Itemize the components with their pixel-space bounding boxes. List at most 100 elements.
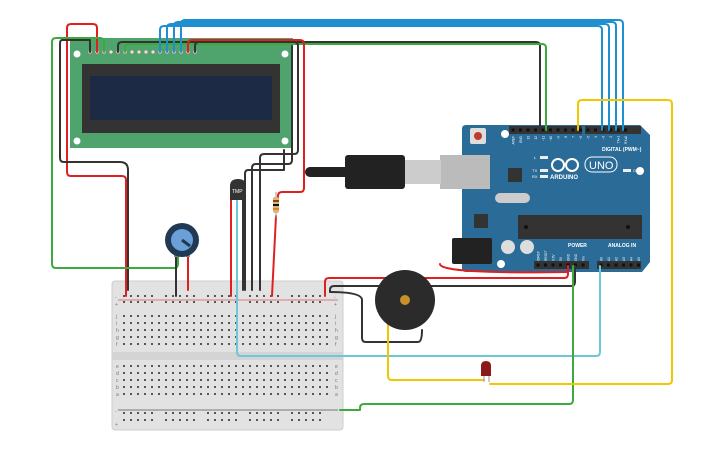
hole[interactable] — [298, 322, 300, 324]
rail-hole[interactable] — [305, 295, 307, 297]
rail-hole[interactable] — [123, 301, 125, 303]
hole[interactable] — [172, 379, 174, 381]
hole[interactable] — [151, 315, 153, 317]
hole[interactable] — [326, 379, 328, 381]
rail-hole[interactable] — [123, 419, 125, 421]
hole[interactable] — [165, 343, 167, 345]
hole[interactable] — [305, 322, 307, 324]
hole[interactable] — [207, 315, 209, 317]
rail-hole[interactable] — [277, 301, 279, 303]
arduino-pin[interactable] — [609, 128, 612, 132]
hole[interactable] — [137, 322, 139, 324]
rail-hole[interactable] — [193, 301, 195, 303]
hole[interactable] — [221, 379, 223, 381]
hole[interactable] — [193, 386, 195, 388]
hole[interactable] — [137, 393, 139, 395]
hole[interactable] — [144, 329, 146, 331]
rail-hole[interactable] — [151, 419, 153, 421]
hole[interactable] — [165, 322, 167, 324]
rail-hole[interactable] — [130, 295, 132, 297]
hole[interactable] — [270, 322, 272, 324]
arduino-pin[interactable] — [564, 128, 567, 132]
hole[interactable] — [200, 329, 202, 331]
arduino-pin[interactable] — [519, 128, 522, 132]
arduino-pin[interactable] — [607, 263, 610, 267]
hole[interactable] — [284, 365, 286, 367]
hole[interactable] — [256, 322, 258, 324]
hole[interactable] — [200, 372, 202, 374]
hole[interactable] — [291, 329, 293, 331]
hole[interactable] — [172, 315, 174, 317]
lcd-pin[interactable] — [143, 49, 149, 55]
hole[interactable] — [263, 379, 265, 381]
hole[interactable] — [291, 365, 293, 367]
rail-hole[interactable] — [249, 295, 251, 297]
hole[interactable] — [228, 315, 230, 317]
hole[interactable] — [305, 336, 307, 338]
hole[interactable] — [305, 393, 307, 395]
hole[interactable] — [284, 336, 286, 338]
rail-hole[interactable] — [179, 419, 181, 421]
hole[interactable] — [165, 393, 167, 395]
hole[interactable] — [256, 372, 258, 374]
hole[interactable] — [172, 365, 174, 367]
arduino-pin[interactable] — [574, 263, 577, 267]
rail-hole[interactable] — [263, 412, 265, 414]
hole[interactable] — [228, 393, 230, 395]
hole[interactable] — [158, 393, 160, 395]
rail-hole[interactable] — [270, 301, 272, 303]
hole[interactable] — [256, 386, 258, 388]
hole[interactable] — [179, 372, 181, 374]
hole[interactable] — [284, 329, 286, 331]
hole[interactable] — [207, 386, 209, 388]
rail-hole[interactable] — [186, 419, 188, 421]
hole[interactable] — [312, 343, 314, 345]
arduino-pin[interactable] — [624, 128, 627, 132]
rail-hole[interactable] — [214, 412, 216, 414]
hole[interactable] — [242, 379, 244, 381]
rail-hole[interactable] — [144, 301, 146, 303]
hole[interactable] — [186, 386, 188, 388]
arduino-pin[interactable] — [586, 128, 590, 132]
hole[interactable] — [200, 322, 202, 324]
rail-hole[interactable] — [179, 295, 181, 297]
piezo-buzzer[interactable] — [375, 270, 435, 330]
hole[interactable] — [123, 393, 125, 395]
rail-hole[interactable] — [263, 295, 265, 297]
hole[interactable] — [291, 386, 293, 388]
rail-hole[interactable] — [277, 419, 279, 421]
hole[interactable] — [186, 336, 188, 338]
rail-hole[interactable] — [312, 419, 314, 421]
hole[interactable] — [200, 315, 202, 317]
rail-hole[interactable] — [291, 419, 293, 421]
hole[interactable] — [207, 329, 209, 331]
hole[interactable] — [312, 393, 314, 395]
hole[interactable] — [249, 315, 251, 317]
rail-hole[interactable] — [298, 295, 300, 297]
hole[interactable] — [137, 329, 139, 331]
arduino-pin[interactable] — [571, 128, 575, 132]
rail-hole[interactable] — [151, 412, 153, 414]
hole[interactable] — [319, 379, 321, 381]
hole[interactable] — [326, 365, 328, 367]
hole[interactable] — [263, 329, 265, 331]
hole[interactable] — [179, 322, 181, 324]
hole[interactable] — [137, 343, 139, 345]
hole[interactable] — [319, 386, 321, 388]
hole[interactable] — [172, 322, 174, 324]
hole[interactable] — [312, 372, 314, 374]
rail-hole[interactable] — [249, 412, 251, 414]
hole[interactable] — [123, 329, 125, 331]
hole[interactable] — [242, 315, 244, 317]
arduino-pin[interactable] — [599, 263, 603, 267]
rail-hole[interactable] — [319, 412, 321, 414]
rail-hole[interactable] — [193, 419, 195, 421]
hole[interactable] — [221, 393, 223, 395]
arduino-pin[interactable] — [629, 263, 633, 267]
rail-hole[interactable] — [305, 301, 307, 303]
hole[interactable] — [228, 329, 230, 331]
hole[interactable] — [319, 372, 321, 374]
hole[interactable] — [326, 336, 328, 338]
rail-hole[interactable] — [130, 301, 132, 303]
